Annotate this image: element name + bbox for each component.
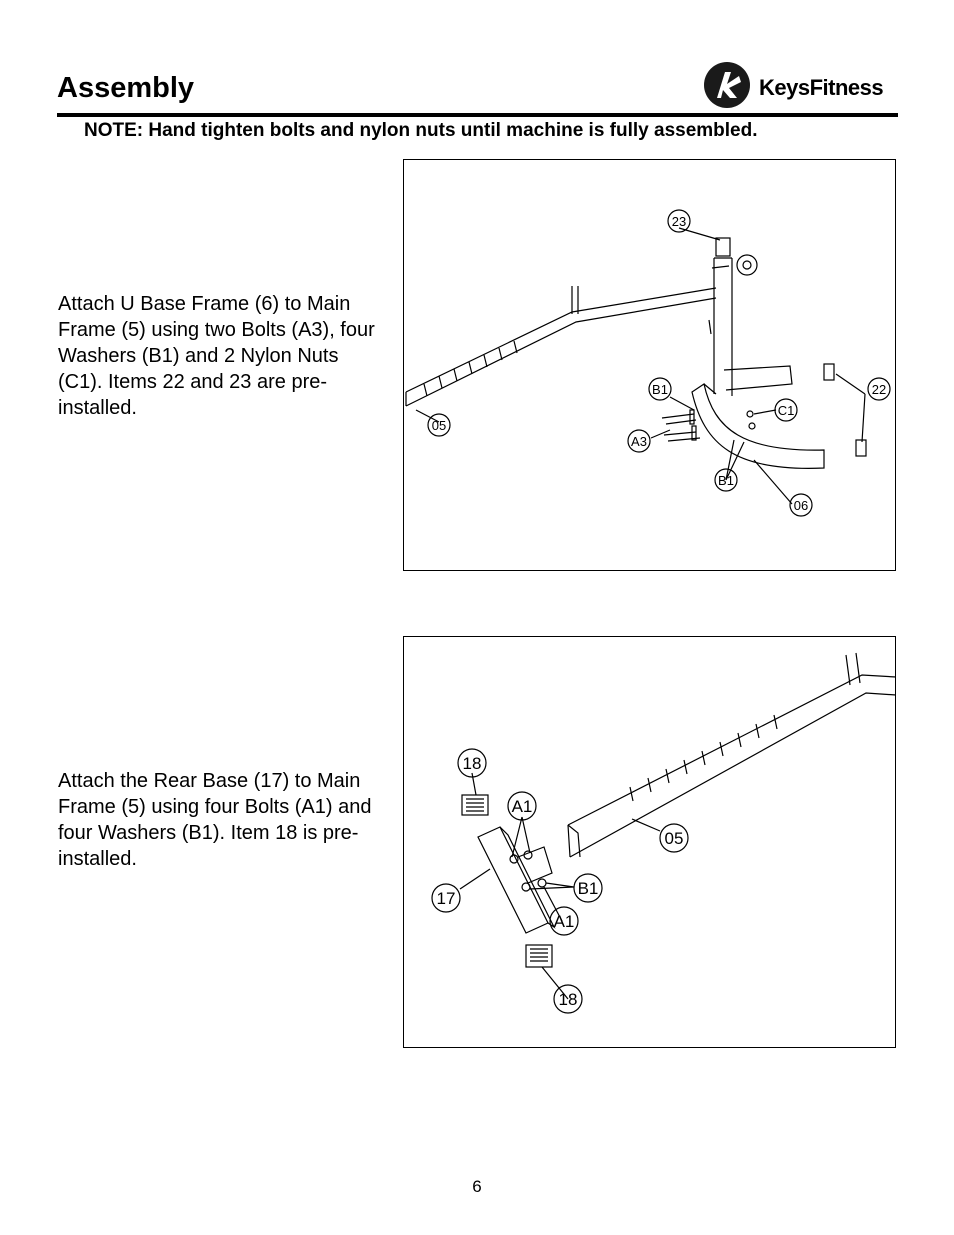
callout-23: 23 (672, 214, 686, 229)
callout-a3: A3 (631, 434, 647, 449)
callout-a1-top: A1 (512, 797, 533, 816)
callout-05: 05 (665, 829, 684, 848)
callout-18-bottom: 18 (559, 990, 578, 1009)
assembly-note: NOTE: Hand tighten bolts and nylon nuts … (84, 120, 758, 141)
callout-a1-bottom: A1 (554, 912, 575, 931)
callout-22: 22 (872, 382, 886, 397)
callout-b1-bottom: B1 (718, 473, 734, 488)
callout-b1-top: B1 (652, 382, 668, 397)
page-number: 6 (472, 1177, 482, 1196)
step-2-instructions: Attach the Rear Base (17) to Main Frame … (58, 770, 372, 870)
header-rule (57, 113, 898, 117)
brand-name: KeysFitness (759, 75, 884, 100)
keys-logo-icon (704, 62, 750, 108)
step-2-diagram: 18 A1 05 17 B1 A1 18 (403, 636, 897, 1048)
callout-17: 17 (437, 889, 456, 908)
page-title: Assembly (57, 72, 195, 104)
step-1-diagram: 23 B1 C1 22 A3 05 B1 06 (403, 159, 896, 571)
callout-b1: B1 (578, 879, 599, 898)
callout-05: 05 (432, 418, 446, 433)
callout-18-top: 18 (463, 754, 482, 773)
brand-logo: KeysFitness (703, 60, 903, 110)
callout-c1: C1 (778, 403, 795, 418)
step-1-instructions: Attach U Base Frame (6) to Main Frame (5… (58, 293, 375, 419)
callout-06: 06 (794, 498, 808, 513)
